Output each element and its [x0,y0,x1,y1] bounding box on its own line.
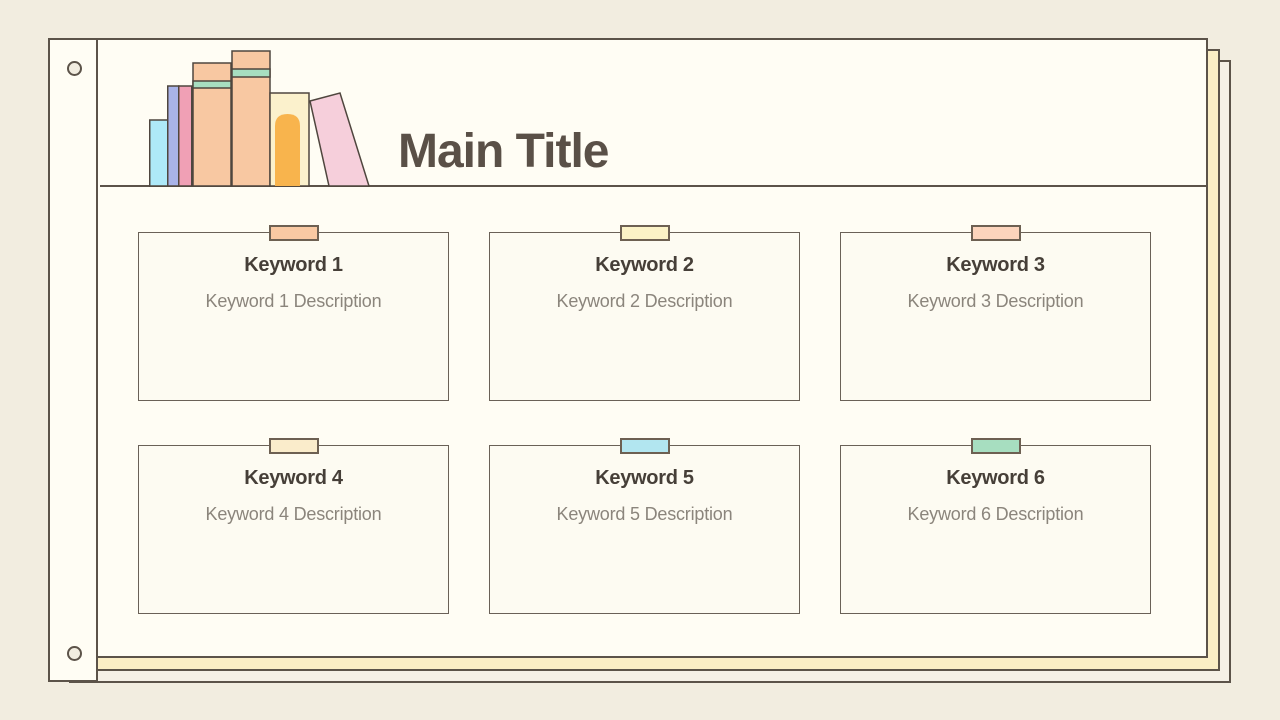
keyword-card-3: Keyword 3 Keyword 3 Description [840,225,1151,401]
tape-icon [268,438,319,454]
keyword-card-grid: Keyword 1 Keyword 1 Description Keyword … [138,225,1151,614]
notebook-page: Main Title Keyword 1 Keyword 1 Descripti… [48,38,1208,658]
binder-hole-top [67,61,82,76]
page-title: Main Title [398,125,609,178]
card-title: Keyword 5 [595,467,694,489]
binding-strip [48,38,98,682]
card-title: Keyword 4 [244,467,343,489]
header-shelf-area: Main Title [100,40,1206,187]
card-description: Keyword 6 Description [907,504,1084,524]
card-description: Keyword 5 Description [556,504,733,524]
card-title: Keyword 3 [946,254,1045,276]
keyword-card-5: Keyword 5 Keyword 5 Description [489,438,800,614]
tape-icon [268,225,319,241]
binder-hole-bottom [67,646,82,661]
bookshelf-icon [149,50,371,187]
keyword-card-6: Keyword 6 Keyword 6 Description [840,438,1151,614]
card-description: Keyword 1 Description [205,291,382,311]
card-title: Keyword 2 [595,254,694,276]
tape-icon [619,225,670,241]
keyword-card-2: Keyword 2 Keyword 2 Description [489,225,800,401]
card-description: Keyword 2 Description [556,291,733,311]
card-description: Keyword 4 Description [205,504,382,524]
keyword-card-4: Keyword 4 Keyword 4 Description [138,438,449,614]
card-description: Keyword 3 Description [907,291,1084,311]
keyword-card-1: Keyword 1 Keyword 1 Description [138,225,449,401]
tape-icon [619,438,670,454]
card-title: Keyword 6 [946,467,1045,489]
tape-icon [970,225,1021,241]
card-title: Keyword 1 [244,254,343,276]
tape-icon [970,438,1021,454]
